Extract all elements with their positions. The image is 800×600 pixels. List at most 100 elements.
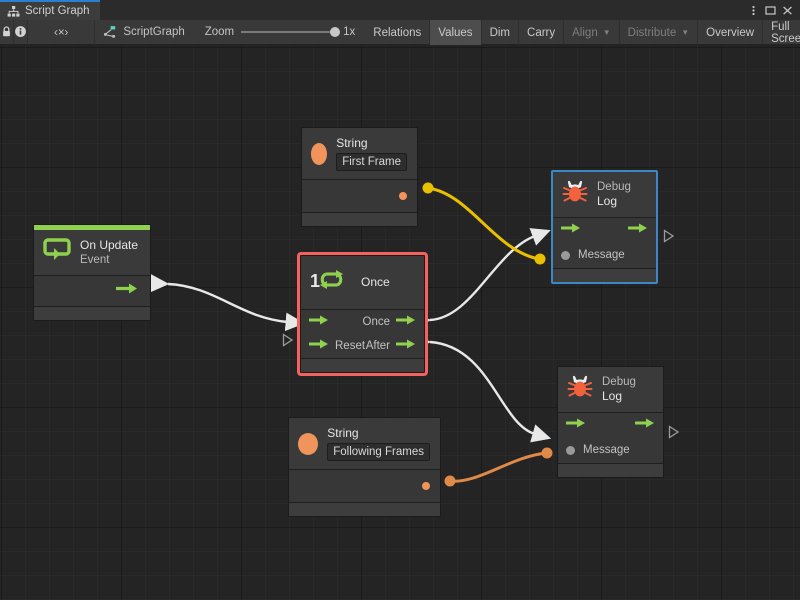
button-full-screen[interactable]: Full Screen: [763, 20, 800, 45]
flow-arrow-icon[interactable]: [566, 416, 586, 434]
unconnected-port-triangle-debug-top-out[interactable]: [663, 229, 675, 243]
graph-name-label: ScriptGraph: [123, 26, 185, 38]
node-title-group: Debug Log: [597, 180, 631, 209]
edge-endpoint-message-top: [534, 253, 546, 265]
toggle-relations-label: Relations: [373, 26, 422, 39]
graph-canvas[interactable]: On Update Event: [0, 46, 800, 600]
node-header: 1 Once: [301, 256, 424, 310]
lock-button[interactable]: [0, 20, 14, 45]
node-body: [289, 470, 440, 502]
button-overview-label: Overview: [706, 26, 755, 39]
port-row-once[interactable]: Once: [301, 310, 424, 334]
sitemap-icon: [7, 5, 20, 18]
button-overview[interactable]: Overview: [698, 20, 764, 45]
input-port-reset[interactable]: Reset: [309, 337, 365, 355]
close-x-icon[interactable]: [779, 0, 796, 20]
string-value-field[interactable]: Following Frames: [327, 443, 430, 461]
chevron-down-icon: ▼: [681, 27, 690, 37]
value-output-port[interactable]: [422, 482, 430, 490]
message-label: Message: [583, 444, 630, 456]
flow-arrow-icon[interactable]: [628, 221, 648, 239]
node-title-group: Debug Log: [602, 375, 636, 404]
string-value-field[interactable]: First Frame: [336, 153, 407, 171]
edge-endpoint-message-bottom: [541, 447, 553, 459]
node-title: String: [327, 426, 359, 440]
port-row-output[interactable]: [302, 180, 417, 212]
port-row-message[interactable]: Message: [558, 437, 663, 463]
node-body: Once: [301, 310, 424, 358]
node-on-update[interactable]: On Update Event: [33, 224, 151, 321]
message-input-port[interactable]: [566, 445, 575, 455]
zoom-control: Zoom 1x: [195, 20, 366, 44]
output-port-after[interactable]: After: [366, 337, 416, 355]
edge-endpoint-string-following: [444, 475, 456, 487]
node-once[interactable]: 1 Once: [297, 252, 428, 376]
node-string-following-frames[interactable]: String Following Frames: [288, 417, 441, 517]
edge-string-following-to-message: [449, 451, 547, 483]
node-debug-log-top[interactable]: Debug Log: [552, 171, 657, 283]
toggle-carry[interactable]: Carry: [519, 20, 565, 45]
string-circle-icon: [298, 432, 319, 455]
node-accent-bar: [34, 225, 150, 230]
node-subtitle: Log: [602, 389, 623, 404]
menu-align[interactable]: Align ▼: [564, 20, 620, 45]
port-row-message[interactable]: Message: [553, 242, 656, 268]
port-row-flow[interactable]: [553, 218, 656, 242]
bug-icon: [567, 374, 593, 405]
input-port-enter[interactable]: [309, 313, 329, 331]
node-header: Debug Log: [558, 367, 663, 413]
edge-once-to-debug-top: [411, 228, 551, 331]
node-title-group: Once: [361, 275, 390, 290]
zoom-slider-knob[interactable]: [330, 27, 341, 37]
port-row-reset-after[interactable]: Reset After: [301, 334, 424, 358]
unconnected-port-triangle-debug-bottom-out[interactable]: [668, 425, 680, 439]
edge-on-update-to-once: [149, 273, 305, 332]
node-title: On Update: [80, 237, 139, 252]
port-row-output[interactable]: [34, 276, 150, 306]
svg-text:1: 1: [310, 271, 320, 291]
flow-arrow-icon[interactable]: [309, 313, 329, 331]
script-graph-icon: [103, 25, 117, 39]
event-loop-icon: [43, 237, 71, 268]
zoom-value: 1x: [343, 26, 356, 38]
unconnected-port-triangle-once-reset[interactable]: [282, 333, 294, 347]
zoom-slider[interactable]: [241, 27, 341, 37]
port-row-output[interactable]: [289, 470, 440, 502]
maximize-square-icon[interactable]: [762, 0, 779, 20]
flow-arrow-icon[interactable]: [561, 221, 581, 239]
node-header: Debug Log: [553, 172, 656, 218]
node-footer: [34, 306, 150, 320]
node-debug-log-bottom[interactable]: Debug Log: [557, 366, 664, 478]
node-string-first-frame[interactable]: String First Frame: [301, 127, 418, 227]
code-view-button[interactable]: ‹×›: [28, 20, 96, 45]
info-icon: [14, 25, 27, 41]
toggle-relations[interactable]: Relations: [365, 20, 431, 45]
toggle-values[interactable]: Values: [430, 20, 482, 45]
node-title: Once: [361, 275, 390, 289]
node-footer: [558, 463, 663, 477]
output-port-once[interactable]: Once: [363, 313, 417, 331]
menu-align-label: Align: [572, 26, 598, 39]
flow-arrow-icon[interactable]: [116, 282, 138, 300]
output-port-once-label: Once: [362, 316, 391, 328]
flow-arrow-icon[interactable]: [635, 416, 655, 434]
node-footer: [289, 502, 440, 516]
tab-script-graph[interactable]: Script Graph: [0, 0, 100, 20]
info-button[interactable]: [14, 20, 28, 45]
vertical-dots-icon[interactable]: [745, 0, 762, 20]
edge-endpoint-string-first: [422, 182, 434, 194]
node-footer: [553, 268, 656, 282]
flow-arrow-icon[interactable]: [396, 313, 416, 331]
toggle-dim[interactable]: Dim: [482, 20, 520, 45]
menu-distribute[interactable]: Distribute ▼: [620, 20, 699, 45]
node-title-group: On Update Event: [80, 238, 138, 267]
string-circle-icon: [311, 142, 328, 165]
port-row-flow[interactable]: [558, 413, 663, 437]
toggle-carry-label: Carry: [527, 26, 556, 39]
flow-arrow-icon[interactable]: [396, 337, 416, 355]
node-body: [302, 180, 417, 212]
flow-arrow-icon[interactable]: [309, 337, 329, 355]
message-input-port[interactable]: [561, 250, 570, 260]
node-subtitle: Log: [597, 194, 618, 209]
value-output-port[interactable]: [399, 192, 407, 200]
